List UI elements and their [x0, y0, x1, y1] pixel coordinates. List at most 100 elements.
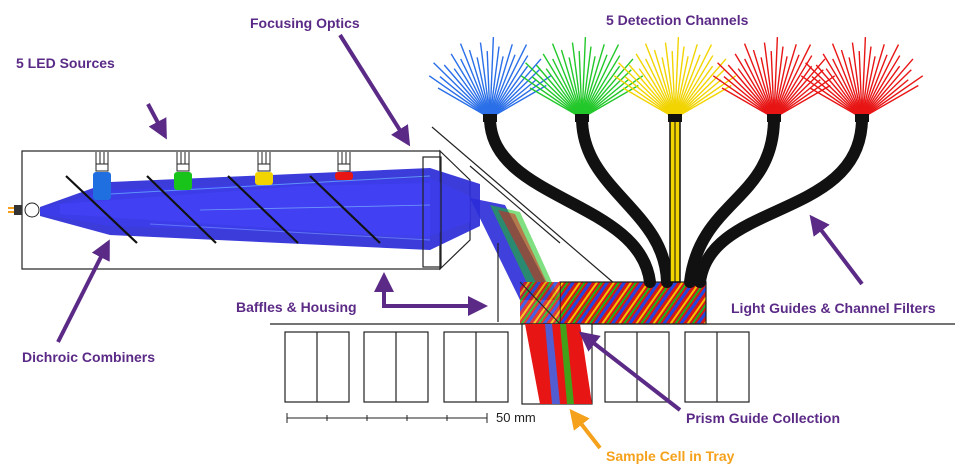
arrow-baffles	[374, 272, 488, 316]
fiber-strand	[479, 42, 491, 119]
fiber-strand	[773, 69, 824, 119]
label-led-sources: 5 LED Sources	[16, 55, 115, 71]
arrow-focusing-optics	[338, 33, 411, 147]
fiber-strand	[489, 79, 537, 119]
fiber-strand	[459, 43, 491, 119]
fiber-strand	[531, 76, 583, 119]
fiber-strand	[645, 58, 676, 119]
fiber-strand	[581, 65, 621, 119]
fiber-strand	[468, 49, 491, 119]
fiber-strand	[489, 54, 516, 119]
arrow-led-sources	[146, 103, 167, 140]
fiber-strand	[581, 44, 605, 119]
fiber-strand	[737, 68, 775, 119]
arrow-light-guides	[809, 214, 864, 286]
fiber-strand	[773, 44, 812, 119]
fiber-strand	[861, 44, 900, 119]
fiber-strand	[613, 75, 676, 119]
fiber-strand	[811, 76, 863, 119]
fiber-strand	[727, 64, 775, 119]
fiber-strand	[848, 57, 863, 119]
fiber-fan-green	[520, 37, 644, 122]
fiber-strand	[653, 49, 676, 119]
label-focusing-optics: Focusing Optics	[250, 15, 360, 31]
fiber-strand	[439, 76, 491, 119]
fiber-strand	[721, 87, 775, 119]
fiber-strand	[800, 75, 863, 119]
label-sample-cell: Sample Cell in Tray	[606, 448, 735, 464]
fiber-strand	[674, 75, 737, 119]
fiber-strand	[581, 55, 621, 119]
input-source-icon	[8, 202, 40, 218]
fiber-strand	[861, 65, 901, 119]
fiber-strand	[581, 69, 632, 119]
fiber-strand	[734, 53, 775, 119]
scale-bar-label: 50 mm	[496, 410, 536, 425]
annotation-arrows	[56, 33, 864, 450]
fiber-strand	[712, 75, 775, 119]
fiber-strand	[674, 56, 689, 119]
fiber-strand	[529, 87, 583, 119]
fiber-strand	[773, 84, 831, 119]
fiber-ferrule	[855, 114, 869, 122]
fiber-strand	[453, 68, 491, 119]
fiber-strand	[489, 55, 529, 119]
fiber-strand	[840, 49, 863, 119]
fiber-strand	[525, 62, 583, 119]
fiber-strand	[628, 64, 676, 119]
fiber-strand	[773, 79, 821, 119]
led-source-green	[174, 152, 192, 190]
fiber-strand	[581, 44, 620, 119]
fiber-strand	[581, 46, 592, 119]
led-source-red	[335, 152, 353, 180]
light-beam	[40, 168, 560, 300]
fiber-strand	[520, 75, 583, 119]
led-source-yellow	[255, 152, 273, 185]
fiber-strand	[744, 58, 775, 119]
fiber-ferrule	[575, 114, 589, 122]
fiber-strand	[489, 44, 513, 119]
light-guides	[484, 112, 868, 288]
fiber-ferrule	[767, 114, 781, 122]
fiber-strand	[581, 54, 608, 119]
fiber-strand	[858, 51, 863, 119]
fiber-strand	[760, 57, 775, 119]
fiber-strand	[674, 37, 680, 119]
fiber-fan-red-1	[712, 37, 836, 122]
fiber-fan-yellow	[613, 37, 737, 122]
fiber-strand	[674, 46, 685, 119]
fiber-strand	[460, 58, 491, 119]
fiber-strand	[743, 43, 775, 119]
fiber-strand	[578, 51, 583, 119]
fiber-strand	[861, 55, 901, 119]
fiber-strand	[861, 54, 888, 119]
arrow-prism-guide	[578, 331, 682, 412]
fiber-strand	[861, 75, 924, 119]
fiber-strand	[674, 79, 722, 119]
fiber-strand	[635, 53, 676, 119]
fiber-strand	[773, 46, 784, 119]
fiber-strand	[674, 54, 701, 119]
fiber-strand	[773, 65, 813, 119]
arrow-dichroic	[56, 239, 110, 343]
fiber-strand	[664, 42, 676, 119]
scale-bar	[286, 413, 488, 423]
fiber-strand	[832, 58, 863, 119]
fiber-strand	[489, 69, 540, 119]
fiber-strand	[752, 49, 775, 119]
fiber-strand	[815, 64, 863, 119]
prism-detector-block	[519, 281, 707, 325]
fiber-strand	[552, 58, 583, 119]
fiber-fan-red-2	[800, 37, 924, 122]
fiber-strand	[809, 87, 863, 119]
fiber-strand	[825, 68, 863, 119]
fiber-strand	[476, 57, 491, 119]
label-detection-channels: 5 Detection Channels	[606, 12, 749, 28]
dichroic-mirrors	[65, 175, 381, 244]
fiber-strand	[773, 55, 813, 119]
fiber-strand	[674, 65, 714, 119]
fiber-strand	[773, 56, 788, 119]
fiber-strand	[545, 68, 583, 119]
focusing-lens	[422, 156, 442, 268]
